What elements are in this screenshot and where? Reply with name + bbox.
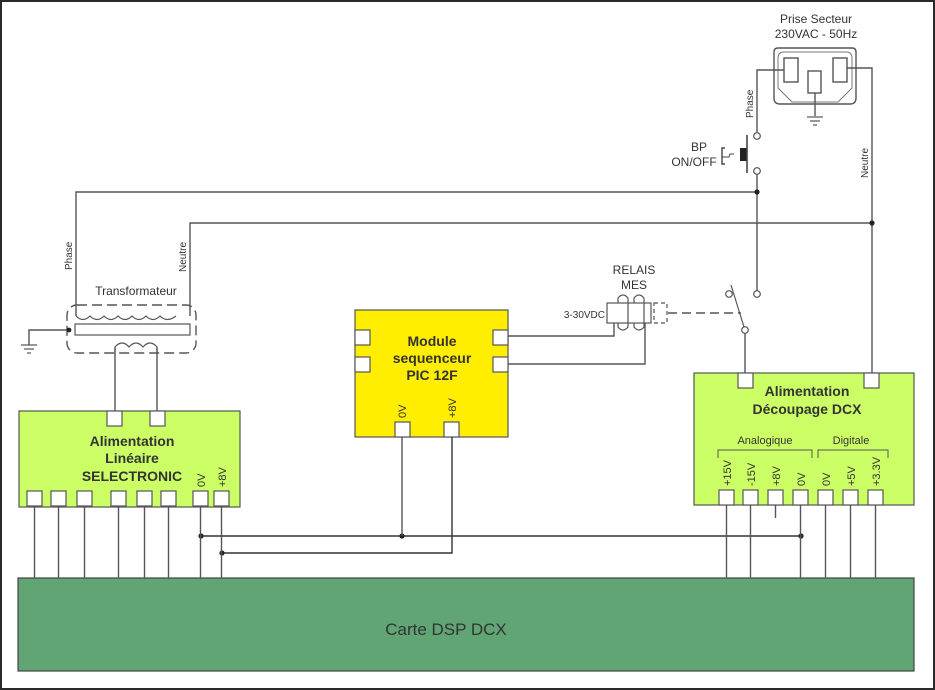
relay-label: RELAIS bbox=[613, 263, 656, 277]
sequencer-pin bbox=[354, 329, 371, 346]
phase-label-transformer: Phase bbox=[64, 241, 75, 270]
neutre-label-transformer: Neutre bbox=[178, 242, 189, 272]
transformer-ground-icon bbox=[21, 344, 37, 354]
switching-psu-output-pin bbox=[767, 489, 784, 506]
switching-psu-block bbox=[693, 372, 915, 506]
linear-psu-output-pin bbox=[110, 490, 127, 507]
linear-psu-output-pin bbox=[50, 490, 67, 507]
relay-label-2: MES bbox=[621, 278, 647, 292]
linear-psu-output-pin bbox=[76, 490, 93, 507]
switching-psu-pin-label: -15V bbox=[746, 462, 758, 486]
analog-group-bracket bbox=[717, 449, 813, 458]
relay-contact-fixed bbox=[753, 290, 761, 298]
bp-contact-bottom bbox=[753, 167, 761, 175]
switching-psu-input-pin bbox=[737, 372, 754, 389]
sequencer-pin bbox=[354, 356, 371, 373]
switching-psu-pin-label: +3.3V bbox=[871, 456, 883, 486]
push-button-icon[interactable] bbox=[721, 135, 748, 173]
sequencer-title: Module bbox=[408, 333, 457, 349]
mains-socket-icon bbox=[773, 47, 857, 116]
linear-psu-title-3: SELECTRONIC bbox=[82, 468, 182, 484]
linear-psu-input-pin bbox=[149, 410, 166, 427]
switching-psu-pin-label: +8V bbox=[771, 465, 783, 486]
mains-socket-title: Prise Secteur bbox=[780, 12, 852, 26]
sequencer-relay-pin bbox=[492, 329, 509, 346]
switching-psu-title-2: Découpage DCX bbox=[753, 401, 863, 417]
linear-psu-pin-0v: 0V bbox=[196, 473, 208, 487]
dsp-board bbox=[17, 577, 915, 672]
linear-psu-output-pin bbox=[26, 490, 43, 507]
dsp-board-label: Carte DSP DCX bbox=[385, 620, 507, 639]
switching-psu-title: Alimentation bbox=[765, 383, 850, 399]
switching-psu-output-pin bbox=[718, 489, 735, 506]
digital-group-bracket bbox=[817, 449, 889, 458]
switching-psu-pin-label: +5V bbox=[846, 465, 858, 486]
sequencer-title-2: sequenceur bbox=[393, 350, 472, 366]
switching-psu-output-pin bbox=[867, 489, 884, 506]
linear-psu-output-pin bbox=[136, 490, 153, 507]
bp-contact-top bbox=[753, 132, 761, 140]
switching-psu-pin-label: +15V bbox=[722, 459, 734, 486]
switching-psu-output-pin bbox=[742, 489, 759, 506]
linear-psu-output-pin bbox=[192, 490, 209, 507]
linear-psu-input-pin bbox=[106, 410, 123, 427]
switching-psu-output-pin bbox=[817, 489, 834, 506]
linear-psu-title: Alimentation bbox=[90, 433, 175, 449]
sequencer-pin-0v-label: 0V bbox=[397, 404, 409, 418]
switching-psu-pin-label: 0V bbox=[796, 472, 808, 486]
sequencer-block bbox=[354, 309, 509, 438]
linear-psu-pin-8v: +8V bbox=[217, 466, 229, 487]
switching-psu-output-pin bbox=[792, 489, 809, 506]
digital-group-label: Digitale bbox=[833, 435, 870, 447]
switching-psu-input-pin bbox=[863, 372, 880, 389]
linear-psu-output-pin bbox=[213, 490, 230, 507]
neutre-label-socket: Neutre bbox=[860, 148, 871, 178]
relay-switch-icon bbox=[725, 284, 749, 334]
analog-group-label: Analogique bbox=[737, 435, 792, 447]
switching-psu-pin-label: 0V bbox=[821, 472, 833, 486]
sequencer-pin-0v bbox=[394, 421, 411, 438]
sequencer-title-3: PIC 12F bbox=[406, 367, 458, 383]
relay-coil-icon bbox=[606, 294, 668, 331]
sequencer-pin-8v bbox=[443, 421, 460, 438]
transformer-label: Transformateur bbox=[95, 284, 177, 298]
linear-psu-title-2: Linéaire bbox=[105, 450, 159, 466]
sequencer-pin-8v-label: +8V bbox=[447, 397, 459, 418]
switching-psu-output-pin bbox=[842, 489, 859, 506]
phase-label-socket: Phase bbox=[745, 89, 756, 118]
transformer-icon bbox=[66, 304, 197, 354]
bp-label: BP bbox=[691, 140, 707, 154]
relay-coil-voltage: 3-30VDC bbox=[564, 310, 605, 321]
ground-icon bbox=[807, 116, 823, 126]
linear-psu-output-pin bbox=[160, 490, 177, 507]
sequencer-relay-pin bbox=[492, 356, 509, 373]
bp-label-2: ON/OFF bbox=[671, 155, 716, 169]
mains-socket-subtitle: 230VAC - 50Hz bbox=[775, 27, 857, 41]
